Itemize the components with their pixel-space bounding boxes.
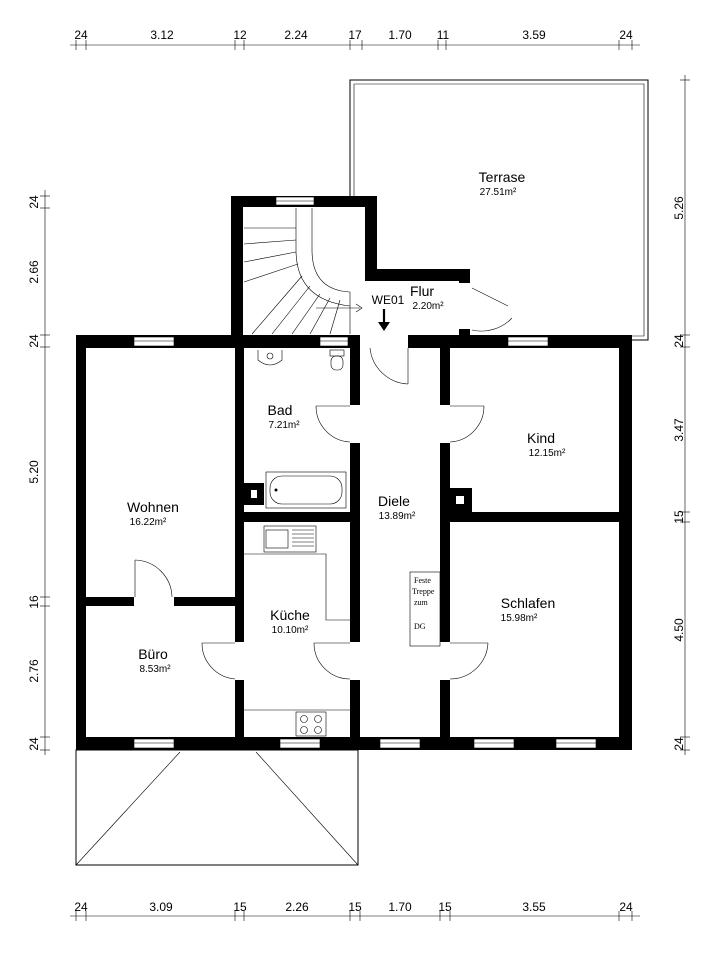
room-schlafen-area: 15.98m² xyxy=(501,613,538,624)
staircase xyxy=(243,208,363,335)
dim-top-9: 24 xyxy=(619,28,633,42)
room-kind: Kind 12.15m² xyxy=(527,430,566,459)
attic-stair-line4: DG xyxy=(414,622,426,631)
walls xyxy=(76,196,632,750)
dim-top-2: 3.12 xyxy=(150,28,174,42)
attic-stair-line3: zum xyxy=(414,598,429,607)
room-wohnen-area: 16.22m² xyxy=(130,517,167,528)
windows xyxy=(133,196,597,749)
porch-roof xyxy=(75,749,359,866)
dim-bottom-8: 3.55 xyxy=(522,900,546,914)
dim-top-7: 11 xyxy=(437,28,450,42)
dim-left-1: 24 xyxy=(27,195,41,209)
room-kueche-area: 10.10m² xyxy=(272,625,309,636)
attic-stair-box: Feste Treppe zum DG xyxy=(409,571,441,647)
room-terrase-area: 27.51m² xyxy=(480,187,517,198)
room-schlafen-name: Schlafen xyxy=(501,595,555,611)
dim-bottom-9: 24 xyxy=(619,900,633,914)
dim-bottom-2: 3.09 xyxy=(149,900,173,914)
stove-hob xyxy=(295,711,327,737)
sink xyxy=(257,350,283,366)
dim-right-4: 15 xyxy=(672,510,686,524)
dim-right-2: 24 xyxy=(672,334,686,348)
dimension-top: 24 3.12 12 2.24 17 1.70 11 3.59 24 xyxy=(70,28,640,50)
dim-bottom-4: 2.26 xyxy=(285,900,309,914)
dimension-right: 5.26 24 3.47 15 4.50 24 xyxy=(672,75,690,755)
room-diele-name: Diele xyxy=(378,493,410,509)
dim-top-3: 12 xyxy=(233,28,247,42)
room-buero: Büro 8.53m² xyxy=(138,646,171,675)
dim-left-3: 24 xyxy=(27,334,41,348)
dim-left-6: 2.76 xyxy=(27,659,41,683)
entrance-arrow xyxy=(378,309,390,331)
attic-stair-line2: Treppe xyxy=(412,587,435,596)
room-flur-name: Flur xyxy=(410,283,434,299)
room-bad: Bad 7.21m² xyxy=(268,402,301,431)
toilet xyxy=(329,349,345,371)
dim-left-5: 16 xyxy=(27,595,41,609)
dim-bottom-3: 15 xyxy=(233,900,247,914)
room-diele: Diele 13.89m² xyxy=(378,493,416,522)
attic-stair-line1: Feste xyxy=(414,576,431,585)
room-kueche-name: Küche xyxy=(270,607,310,623)
room-buero-area: 8.53m² xyxy=(139,664,171,675)
dim-bottom-5: 15 xyxy=(348,900,362,914)
room-terrase-name: Terrase xyxy=(479,169,526,185)
room-kind-area: 12.15m² xyxy=(529,448,566,459)
dimension-bottom: 24 3.09 15 2.26 15 1.70 15 3.55 24 xyxy=(70,900,640,921)
dim-left-7: 24 xyxy=(27,737,41,751)
dim-top-5: 17 xyxy=(348,28,362,42)
room-bad-name: Bad xyxy=(268,402,293,418)
dim-right-6: 24 xyxy=(672,737,686,751)
chimney-flue-right xyxy=(456,496,464,504)
room-schlafen: Schlafen 15.98m² xyxy=(501,595,556,624)
dim-top-8: 3.59 xyxy=(522,28,546,42)
dim-right-3: 3.47 xyxy=(672,418,686,442)
room-flur-area: 2.20m² xyxy=(412,301,444,312)
dimension-left: 24 2.66 24 5.20 16 2.76 24 xyxy=(27,190,50,755)
room-wohnen-name: Wohnen xyxy=(127,499,179,515)
kitchen-counter xyxy=(244,553,350,711)
dim-bottom-6: 1.70 xyxy=(388,900,412,914)
dim-right-1: 5.26 xyxy=(672,196,686,220)
room-bad-area: 7.21m² xyxy=(268,420,300,431)
dim-left-2: 2.66 xyxy=(27,260,41,284)
room-terrase: Terrase 27.51m² xyxy=(479,169,526,198)
dim-right-5: 4.50 xyxy=(672,618,686,642)
chimney-flue-left xyxy=(251,490,257,498)
dim-top-6: 1.70 xyxy=(388,28,412,42)
room-kueche: Küche 10.10m² xyxy=(270,607,310,636)
dim-bottom-1: 24 xyxy=(74,900,88,914)
room-flur: Flur 2.20m² xyxy=(410,283,444,312)
dim-top-1: 24 xyxy=(74,28,88,42)
room-kind-name: Kind xyxy=(527,430,555,446)
room-buero-name: Büro xyxy=(138,646,168,662)
dim-bottom-7: 15 xyxy=(438,900,452,914)
bathtub xyxy=(265,471,347,509)
kitchen-sink xyxy=(263,525,317,553)
dim-left-4: 5.20 xyxy=(27,460,41,484)
room-wohnen: Wohnen 16.22m² xyxy=(127,499,179,528)
terrace-outline xyxy=(349,79,649,341)
door-openings xyxy=(134,283,472,680)
door-swings xyxy=(134,287,513,680)
room-diele-area: 13.89m² xyxy=(379,511,416,522)
unit-label: WE01 xyxy=(372,293,405,307)
dim-top-4: 2.24 xyxy=(284,28,308,42)
